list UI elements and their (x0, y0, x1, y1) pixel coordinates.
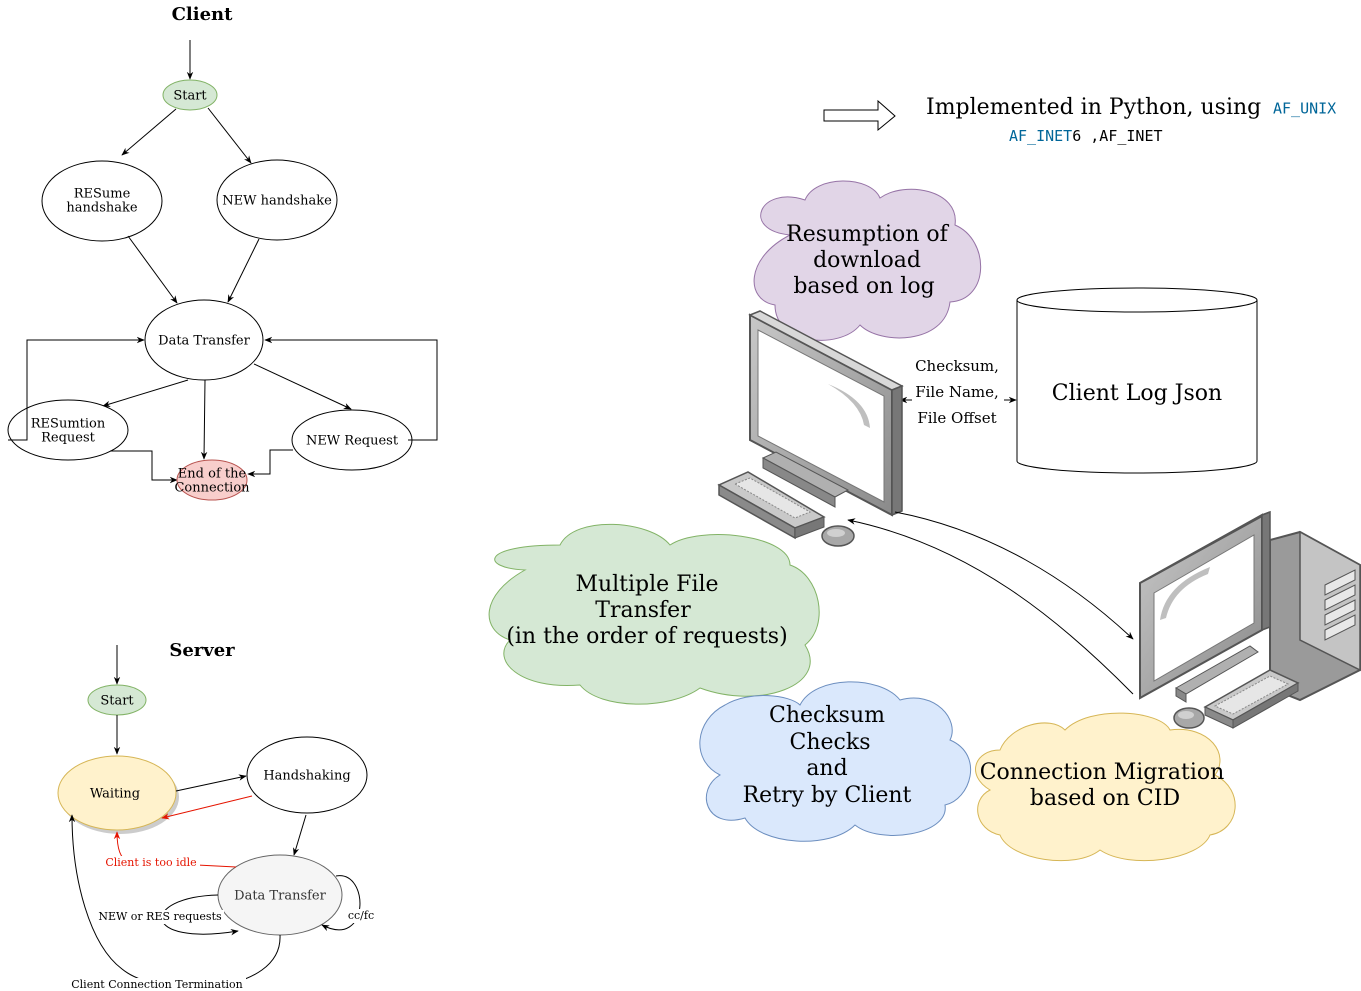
arrow-resume-to-transfer (127, 235, 178, 304)
arrow-resreq-to-end (110, 450, 178, 484)
client-log-cylinder: Client Log Json (1016, 287, 1258, 474)
desktop-monitor-icon (748, 310, 904, 517)
cloud-migration: Connection Migration based on CID (975, 712, 1236, 862)
waiting-node (57, 755, 177, 831)
arrow-waiting-to-handshaking (175, 774, 247, 792)
new-handshake-node (216, 159, 338, 241)
termination-label-bg (68, 978, 246, 991)
svg-text:Resumption of: Resumption of (786, 222, 950, 247)
cc-fc-label-bg (346, 909, 376, 923)
new-res-requests-label: NEW or RES requests (98, 910, 222, 923)
end-connection-node (176, 459, 248, 501)
cloud-checksum: Checksum Checks and Retry by Client (699, 681, 971, 842)
client-data-transfer-node (144, 299, 264, 381)
termination-label: Client Connection Termination (71, 978, 242, 991)
server-data-transfer-label: Data Transfer (234, 889, 326, 904)
svg-text:based on CID: based on CID (1030, 786, 1180, 811)
arrow-client-to-server (894, 511, 1134, 640)
arrow-termination-to-waiting (68, 814, 281, 989)
svg-text:based on log: based on log (793, 274, 934, 299)
keyboard-icon (717, 471, 826, 540)
client-title: Client (172, 4, 234, 25)
client-start-label: Start (173, 89, 207, 104)
client-data-transfer-label: Data Transfer (158, 334, 250, 349)
svg-text:Checksum: Checksum (769, 703, 885, 728)
desktop-tower-icon (1269, 530, 1361, 702)
arrow-transfer-to-end (200, 379, 208, 460)
resumption-request-label-2: Request (41, 431, 96, 446)
implementation-note: Implemented in Python, using AF_UNIX AF_… (823, 95, 1336, 145)
handshaking-label: Handshaking (263, 769, 350, 784)
server-monitor-icon (1139, 510, 1271, 703)
resume-handshake-label-2: handshake (66, 201, 137, 216)
block-arrow-icon (823, 99, 896, 132)
arrow-start-to-new (207, 107, 252, 164)
cloud-resumption: Resumption of download based on log (753, 180, 982, 341)
server-keyboard-icon (1203, 669, 1300, 729)
loop-newreq-to-transfer (264, 336, 438, 441)
cloud-multiple-transfer: Multiple File Transfer (in the order of … (488, 523, 820, 705)
svg-text:Multiple File: Multiple File (575, 572, 718, 597)
arrow-handshaking-to-transfer (293, 814, 307, 856)
svg-text:Connection Migration: Connection Migration (980, 760, 1225, 785)
server-mouse-icon (1173, 707, 1205, 729)
svg-text:Checks: Checks (790, 730, 871, 755)
end-connection-label-1: End of the (178, 467, 247, 482)
log-link-label-1: Checksum, (915, 357, 999, 375)
server-diagram: Server Start Waiting Handshaking Data Tr… (57, 640, 376, 991)
arrow-new-to-transfer (227, 238, 260, 303)
svg-text:download: download (813, 248, 921, 273)
new-res-label-bg (97, 910, 224, 924)
client-log-label: Client Log Json (1052, 381, 1222, 406)
implementation-text: Implemented in Python, using (926, 95, 1261, 120)
arrow-transfer-to-newreq (253, 363, 352, 410)
new-request-label: NEW Request (306, 434, 399, 449)
af-unix-label: AF_UNIX (1273, 100, 1336, 118)
arrow-newreq-to-end (247, 449, 293, 478)
log-link: Checksum, File Name, File Offset (899, 356, 1017, 428)
svg-text:Transfer: Transfer (595, 598, 691, 623)
waiting-label: Waiting (90, 787, 140, 802)
arrow-handshaking-fail-to-waiting (161, 795, 253, 820)
loop-resreq-to-transfer (8, 336, 145, 441)
mouse-icon (821, 525, 855, 547)
arrow-server-to-client (847, 518, 1134, 695)
resumption-request-node (7, 399, 129, 461)
log-link-label-2: File Name, (915, 383, 999, 401)
client-start-node (162, 79, 218, 111)
svg-text:Retry by Client: Retry by Client (743, 783, 912, 808)
server-title: Server (169, 640, 235, 661)
log-link-label-3: File Offset (917, 409, 996, 427)
resume-handshake-node (41, 160, 163, 242)
cc-fc-label: cc/fc (348, 909, 374, 922)
end-connection-label-2: Connection (174, 481, 250, 496)
new-handshake-label: NEW handshake (222, 194, 332, 209)
arrow-transfer-to-resreq (102, 379, 189, 407)
arrow-start-to-resume (121, 108, 177, 156)
loop-cc-fc (321, 875, 361, 932)
client-diagram: Client Start RESume handshake NEW handsh… (7, 4, 438, 501)
resumption-request-label-1: RESumtion (31, 417, 106, 432)
handshaking-node (246, 736, 368, 814)
svg-text:and: and (806, 756, 847, 781)
resume-handshake-label-1: RESume (74, 187, 131, 202)
idle-label-bg (104, 856, 200, 869)
svg-text:(in the order of requests): (in the order of requests) (506, 624, 787, 649)
server-start-label: Start (100, 694, 134, 709)
idle-label: Client is too idle (105, 856, 196, 869)
af-inet6-line: AF_INET6 ,AF_INET (1009, 127, 1163, 145)
